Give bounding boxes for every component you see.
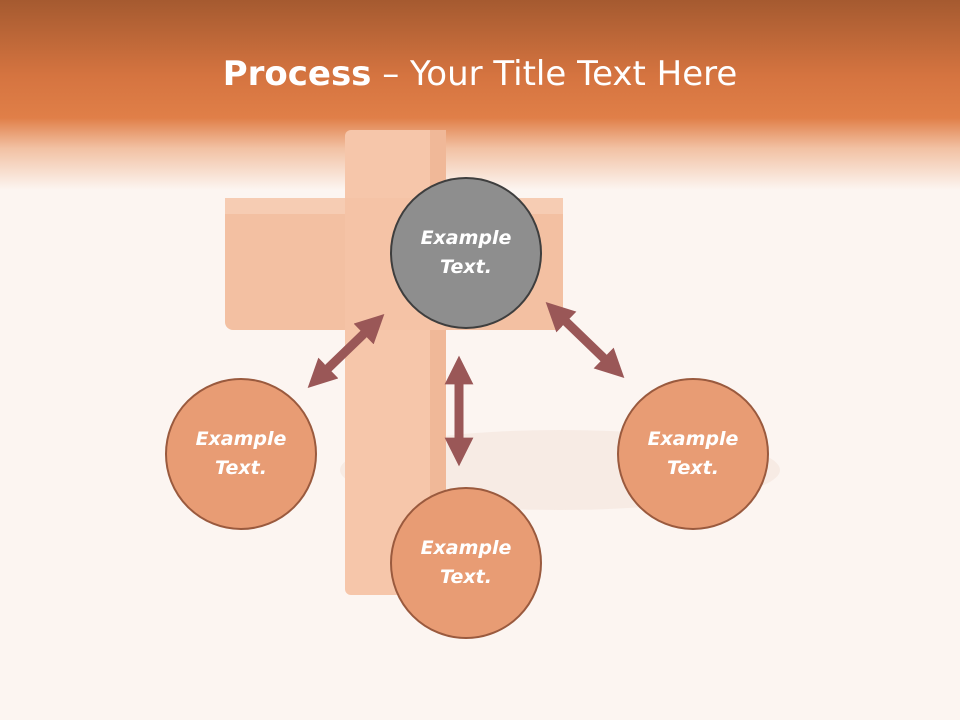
double-arrow-right [545, 301, 625, 379]
left-circle: Example Text. [165, 378, 317, 530]
bottom-line1: Example [420, 537, 512, 559]
bottom-line2: Text. [440, 566, 492, 588]
double-arrow-left [307, 314, 385, 388]
slide-title: Process – Your Title Text Here [0, 52, 960, 96]
center-line1: Example [420, 227, 512, 249]
title-rest: – Your Title Text Here [371, 54, 738, 94]
bottom-circle: Example Text. [390, 487, 542, 639]
right-line2: Text. [667, 457, 719, 479]
right-circle: Example Text. [617, 378, 769, 530]
title-bold: Process [222, 54, 372, 94]
right-line1: Example [647, 428, 739, 450]
center-circle: Example Text. [390, 177, 542, 329]
center-line2: Text. [440, 256, 492, 278]
title-banner [0, 0, 960, 190]
left-line1: Example [195, 428, 287, 450]
left-line2: Text. [215, 457, 267, 479]
